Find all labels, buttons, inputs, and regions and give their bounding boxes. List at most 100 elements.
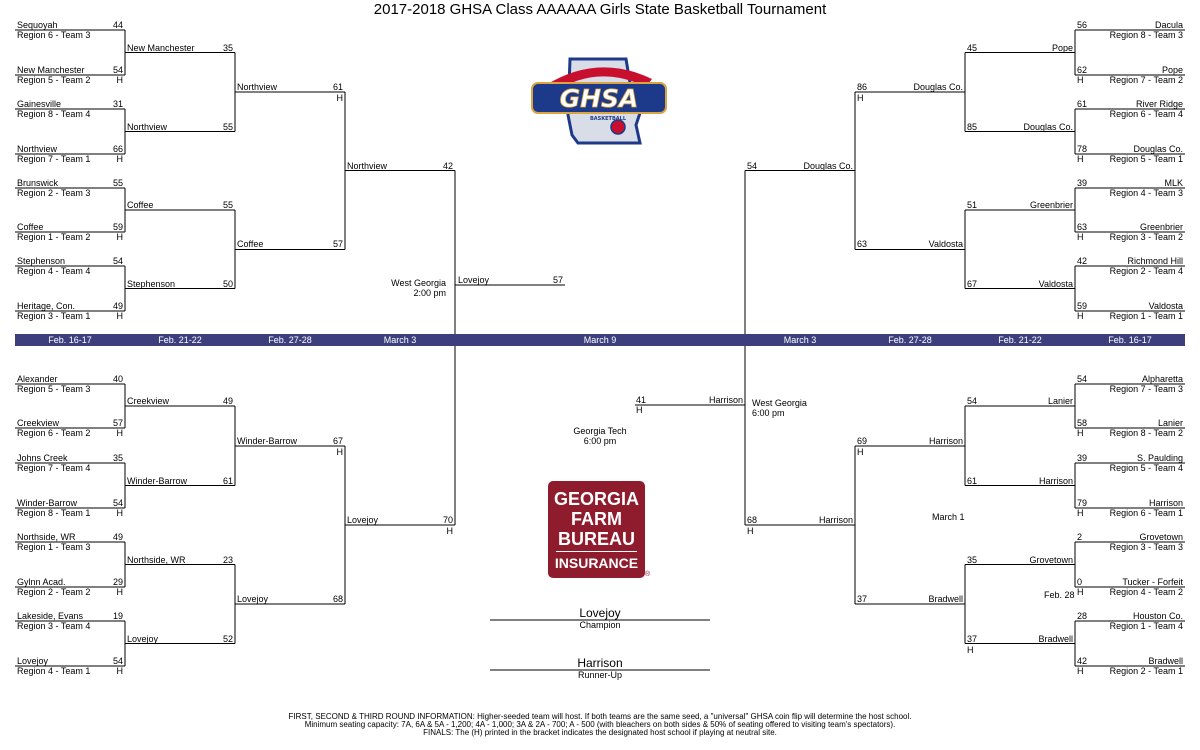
champion-label: Champion [579,620,621,630]
right_bottom-r2-team-name: Harrison [1038,475,1073,486]
left_bottom-r1-seed: Region 7 - Team 4 [17,463,91,473]
left_bottom-r2-score: 49 [222,396,233,406]
runner-up-label: Runner-Up [577,670,623,680]
right_bottom-r1-seed: Region 2 - Team 1 [1109,666,1183,676]
final-time: 6:00 pm [583,436,617,446]
right_bottom-r4-score: 68 [747,514,758,525]
left_bottom-r1-seed: Region 3 - Team 4 [17,621,91,631]
left_bottom-r1-host: H [116,587,124,597]
right_bottom-r1-score: 2 [1077,532,1083,542]
round-date-label: Feb. 21-22 [998,335,1042,345]
left_bottom-r1-host: H [116,508,124,518]
right_top-r1-team-name: Dacula [1154,20,1183,30]
right_top-r1-team-name: Valdosta [1148,301,1183,311]
left_top-r1-seed: Region 1 - Team 2 [17,232,91,242]
right_bottom-r3-team-name: Bradwell [928,594,963,604]
right_top-r1-seed: Region 4 - Team 3 [1109,188,1183,198]
right_bottom-r2-team-name: Grovetown [1029,554,1073,565]
round-date-label: Feb. 16-17 [48,335,92,345]
right_bottom-r1-team-name: Alpharetta [1141,374,1183,384]
left_bottom-r4-score: 70 [442,514,453,525]
right_bottom-r1-score: 54 [1077,374,1088,384]
left_top-r2-score: 50 [222,278,233,289]
right_bottom-r1-host: H [1077,666,1084,676]
left_top-r3-team-name: Northview [237,82,278,92]
right_top-r1-seed: Region 1 - Team 1 [1109,311,1183,321]
right_bottom-r1-team-name: Tucker - Forfeit [1122,577,1183,587]
left_top-r1-score: 55 [112,178,123,188]
right_top-r1-seed: Region 6 - Team 4 [1109,109,1183,119]
left_bottom-r1-seed: Region 8 - Team 1 [17,508,91,518]
right_top-r2-team-name: Pope [1051,42,1073,53]
gfb-registered-mark: ® [645,571,651,578]
right_bottom-r1-host: H [1077,428,1084,438]
left_bottom-r1-host: H [116,428,124,438]
left_top-r1-seed: Region 2 - Team 3 [17,188,91,198]
left_top-r1-team-name: Coffee [17,222,44,232]
final-venue: Georgia Tech [573,426,627,436]
right_bottom-r4-team-name: Harrison [818,514,853,525]
ghsa-logo-sub: BASKETBALL [590,116,627,122]
left_bottom-r3-team-name: Winder-Barrow [237,435,298,446]
left_bottom-r3-host: H [336,446,344,457]
left_bottom-r1-team-name: Creekview [17,418,60,428]
note-march-1: March 1 [932,512,965,522]
left_top-r1-score: 31 [112,99,123,109]
right_bottom-r2-team-name: Lanier [1047,396,1073,406]
right_top-r2-score: 51 [967,200,978,210]
gfb-divider [556,551,637,552]
left_top-r1-team-name: Heritage, Con. [17,301,76,311]
left_top-r1-seed: Region 3 - Team 1 [17,311,91,321]
right_top-r2-team-name: Valdosta [1038,278,1073,289]
left_top-r1-score: 54 [112,65,123,75]
right_top-r3-team-name: Douglas Co. [913,82,963,92]
right_top-r3-team-name: Valdosta [928,239,963,250]
left_top-r2-team-name: Northview [127,121,168,132]
semifinal-right-score: 41 [636,395,647,405]
champion-name: Lovejoy [579,606,621,620]
semifinal-left-venue: West Georgia [391,278,446,288]
right_bottom-r1-team-name: Houston Co. [1132,611,1183,621]
right_top-r1-host: H [1077,232,1084,242]
left_bottom-r1-team-name: Gylnn Acad. [17,577,66,587]
left_bottom-r1-seed: Region 6 - Team 2 [17,428,91,438]
left_bottom-r1-seed: Region 4 - Team 1 [17,666,91,676]
semifinal-right-team-name: Harrison [708,395,743,405]
round-date-label: Feb. 21-22 [158,335,202,345]
left_top-r1-score: 54 [112,256,123,266]
georgia-farm-bureau-logo: GEORGIA FARM BUREAU INSURANCE ® [548,481,652,581]
left_bottom-r1-score: 35 [112,453,123,463]
right_top-r1-host: H [1077,311,1084,321]
gfb-line-3: BUREAU [557,529,635,549]
left_top-r4-score: 42 [442,160,453,171]
right_bottom-r2-host: H [967,644,974,655]
left_top-r3-host: H [336,93,344,103]
right_top-r2-score: 67 [967,278,978,289]
note-feb-28: Feb. 28 [1044,590,1075,600]
left_top-r1-team-name: Stephenson [17,256,66,266]
georgia-farm-bureau-logo-icon [548,481,645,578]
right_bottom-r1-score: 79 [1077,498,1088,508]
right_top-r1-team-name: River Ridge [1135,99,1183,109]
left_bottom-r1-team-name: Northside, WR [17,532,76,542]
runner-up-name: Harrison [577,656,623,670]
semifinal-right-time: 6:00 pm [752,408,785,418]
left_top-r4-team-name: Northview [347,160,388,171]
footer-line-3: FINALS: The (H) printed in the bracket i… [423,728,777,737]
left_top-r3-team-name: Coffee [237,239,264,250]
left_top-r1-host: H [116,311,124,321]
left_bottom-r1-score: 54 [112,498,123,508]
left_bottom-r4-host: H [446,525,454,536]
right_bottom-r1-seed: Region 6 - Team 1 [1109,508,1183,518]
left_bottom-r2-team-name: Creekview [127,396,170,406]
right_bottom-r1-host: H [1077,508,1084,518]
right_bottom-r3-score: 69 [857,435,868,446]
right_top-r1-score: 63 [1077,222,1088,232]
left_bottom-r1-team-name: Lakeside, Evans [17,611,84,621]
left_bottom-r2-score: 23 [222,554,233,565]
left_bottom-r1-team-name: Alexander [17,374,58,384]
left_top-r2-score: 55 [222,121,233,132]
right_bottom-r2-score: 37 [967,633,978,644]
right_top-r1-host: H [1077,75,1084,85]
